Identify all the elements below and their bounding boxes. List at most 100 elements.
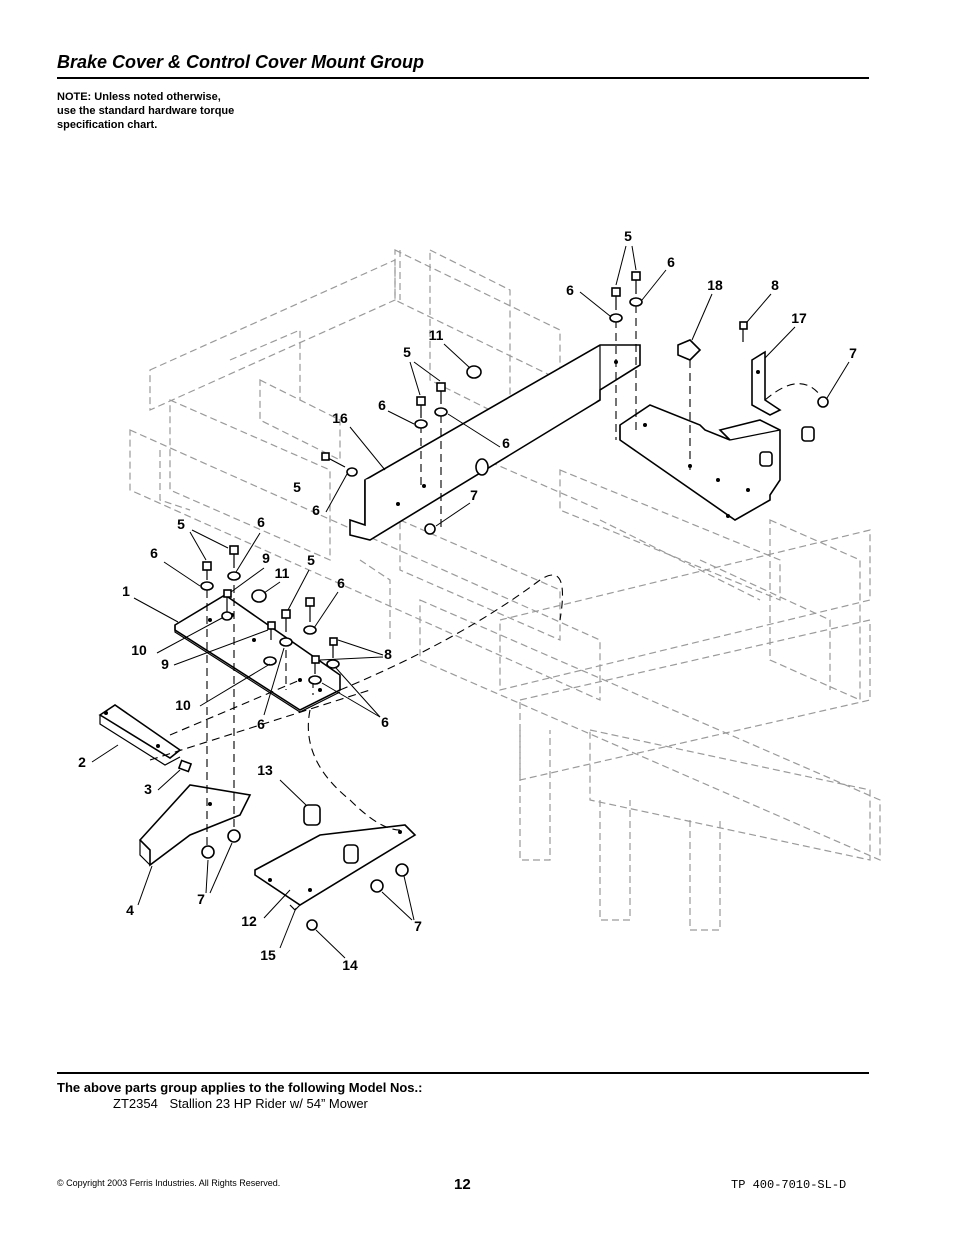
bolt [223,589,232,612]
callout-number: 9 [161,656,169,672]
callout-number: 11 [429,327,444,343]
washer [609,313,623,323]
washer [200,581,214,591]
washer [326,659,340,669]
bolt [321,452,346,468]
callout-number: 9 [262,550,270,566]
note-line-2: use the standard hardware torque [57,105,235,117]
callout-number: 16 [332,410,348,426]
clip-3 [177,759,193,773]
bolt [329,637,338,658]
washer [414,419,428,429]
brake-cover-mount-bracket [349,344,641,541]
bolt [281,609,291,632]
callout-number: 8 [384,646,392,662]
callout-number: 2 [78,754,86,770]
chassis-frame-outline [129,249,881,931]
washer [263,656,277,666]
note-line-1: NOTE: Unless noted otherwise, [57,91,221,103]
callout-number: 6 [378,397,386,413]
callout-number: 7 [470,487,478,503]
model-entry: ZT2354 Stallion 23 HP Rider w/ 54” Mower [113,1096,368,1111]
bolt [267,621,276,640]
callout-number: 5 [624,228,632,244]
header-rule [57,77,869,79]
callout-number: 6 [381,714,389,730]
callout-number: 17 [791,310,807,326]
bolt [305,597,315,622]
mount-plate-12 [254,804,417,911]
callout-number: 4 [126,902,134,918]
nut [370,879,384,893]
callout-leaders [91,245,850,959]
page-title: Brake Cover & Control Cover Mount Group [57,52,425,72]
callout-number: 6 [312,502,320,518]
plug-cap [251,589,267,603]
bolt [416,396,426,418]
page-number: 12 [454,1176,471,1193]
control-cover-mount-plate [619,404,815,521]
callout-number: 7 [849,345,857,361]
nut [817,396,829,408]
washer [303,625,317,635]
model-description: Stallion 23 HP Rider w/ 54” Mower [169,1096,368,1111]
callout-number: 18 [707,277,723,293]
callout-number: 6 [257,514,265,530]
callout-number: 11 [275,565,290,581]
callout-number: 5 [177,516,185,532]
note-line-3: specification chart. [57,119,158,131]
callout-number: 6 [566,282,574,298]
washer [434,407,448,417]
callout-number: 6 [257,716,265,732]
model-applicability-heading: The above parts group applies to the fol… [57,1080,423,1095]
nut [395,863,409,877]
callout-number: 3 [144,781,152,797]
hardware-parts [177,271,829,931]
copyright-notice: © Copyright 2003 Ferris Industries. All … [57,1178,281,1188]
bolt [631,271,641,294]
bolt [229,545,239,568]
callout-number: 15 [260,947,276,963]
washer [279,637,293,647]
latch-18 [677,339,702,361]
callout-number: 7 [197,891,205,907]
callout-number: 13 [257,762,273,778]
callout-number: 5 [403,344,411,360]
bolt [311,655,320,674]
bracket-4 [138,784,252,867]
callout-number: 5 [293,479,301,495]
washer [346,467,358,477]
callout-number: 6 [337,575,345,591]
washer [308,675,322,685]
torque-note: NOTE: Unless noted otherwise, use the st… [57,90,317,132]
callout-number: 5 [307,552,315,568]
washer [227,571,241,581]
washer [629,297,643,307]
callout-number: 10 [131,642,147,658]
nut [424,523,436,535]
nut [306,919,318,931]
bracket-2 [98,704,182,766]
callout-number: 12 [241,913,257,929]
callout-number: 8 [771,277,779,293]
callout-number: 6 [502,435,510,451]
callout-number: 1 [122,583,130,599]
nut [227,829,241,843]
assembly-lines [149,305,821,860]
mount-plate-1 [174,594,341,713]
document-id: TP 400-7010-SL-D [731,1178,847,1192]
model-code: ZT2354 [113,1096,158,1111]
callout-number: 6 [667,254,675,270]
callout-number: 7 [414,918,422,934]
bolt [202,561,212,580]
bracket-17 [751,350,782,416]
plug-cap [466,365,482,379]
bolt [739,321,748,342]
washer [221,611,233,621]
bolt [436,382,446,404]
footer-rule [57,1072,869,1074]
callout-number: 10 [175,697,191,713]
bolt [611,287,621,310]
